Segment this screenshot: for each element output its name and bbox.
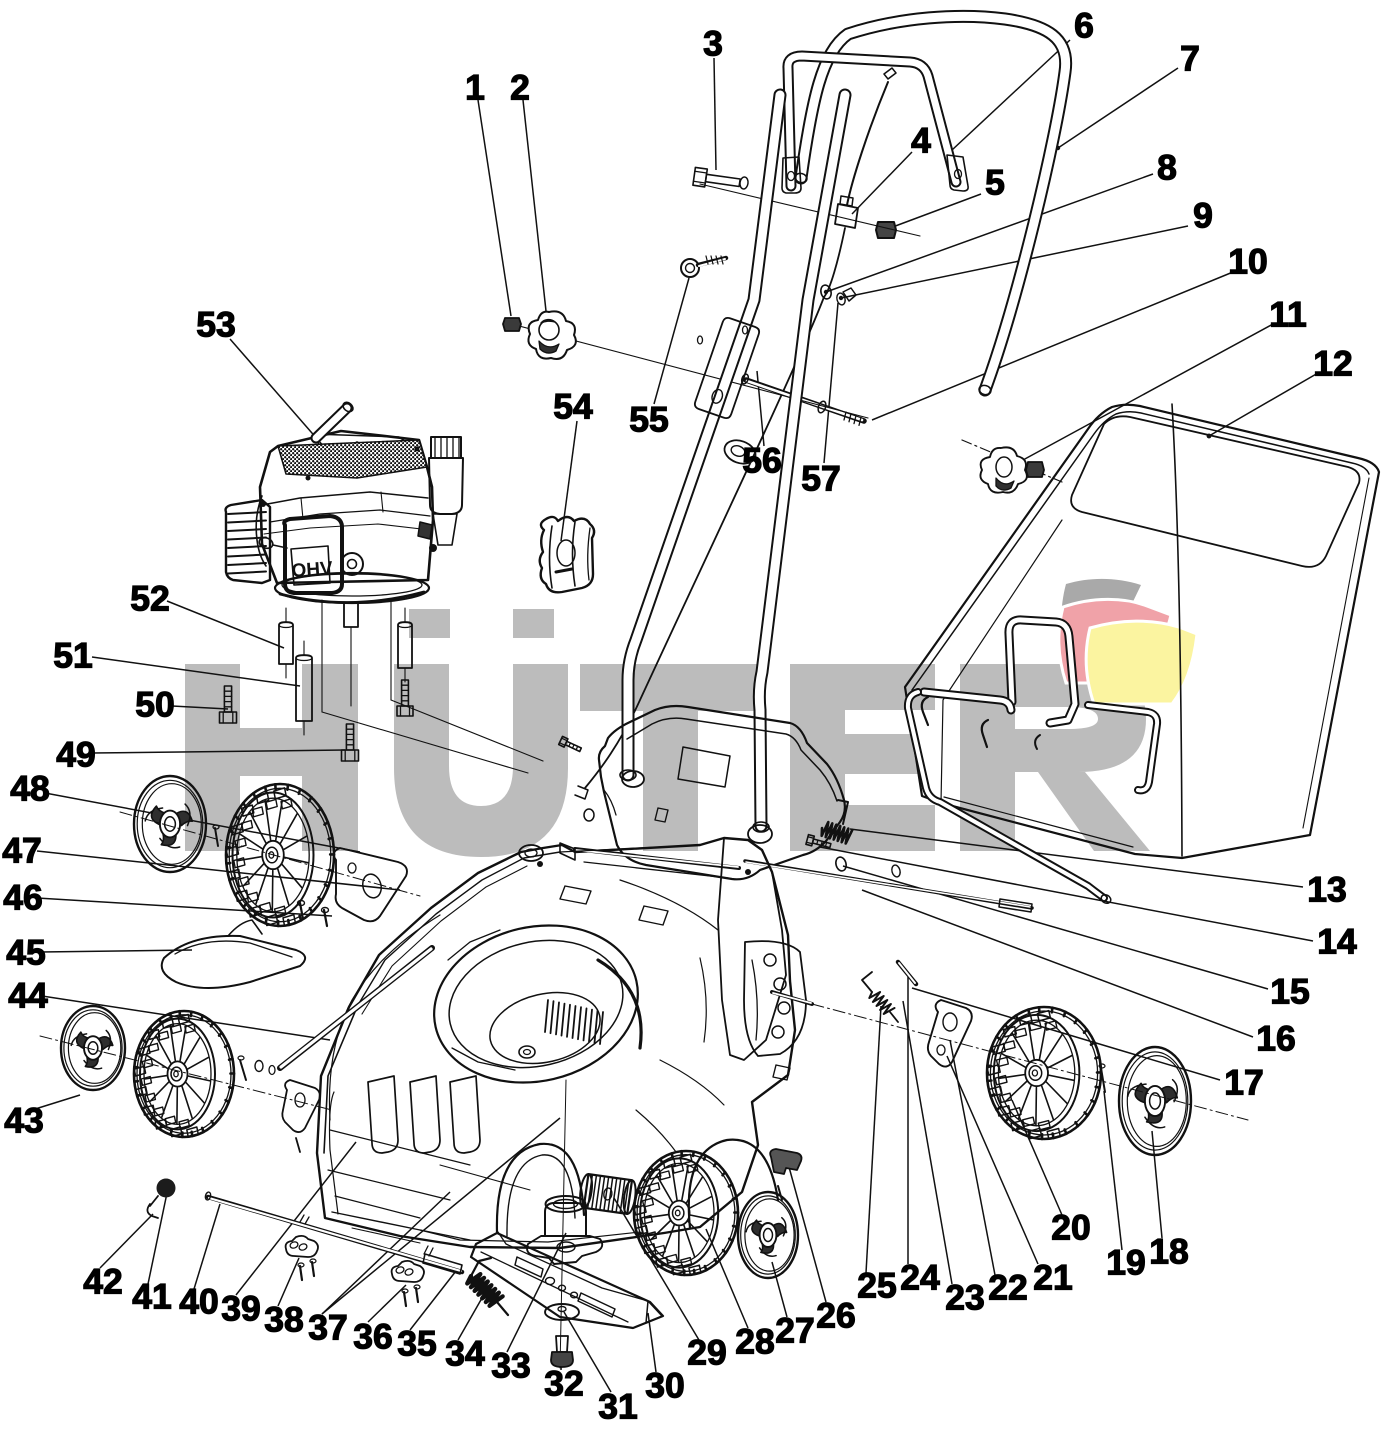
- svg-text:55: 55: [629, 400, 669, 440]
- svg-text:17: 17: [1224, 1063, 1264, 1103]
- svg-text:54: 54: [553, 387, 593, 427]
- svg-text:25: 25: [857, 1266, 897, 1306]
- svg-text:13: 13: [1307, 870, 1347, 910]
- svg-text:2: 2: [510, 68, 530, 108]
- svg-text:46: 46: [3, 878, 43, 918]
- svg-text:14: 14: [1317, 922, 1357, 962]
- svg-text:27: 27: [775, 1311, 815, 1351]
- svg-text:50: 50: [135, 685, 175, 725]
- svg-text:53: 53: [196, 305, 236, 345]
- svg-text:5: 5: [985, 163, 1005, 203]
- svg-text:41: 41: [132, 1277, 172, 1317]
- svg-text:31: 31: [598, 1387, 638, 1427]
- svg-text:23: 23: [945, 1278, 985, 1318]
- svg-text:56: 56: [742, 441, 782, 481]
- svg-text:3: 3: [703, 24, 723, 64]
- svg-text:22: 22: [988, 1268, 1028, 1308]
- svg-text:57: 57: [801, 459, 841, 499]
- svg-text:8: 8: [1157, 148, 1177, 188]
- svg-text:48: 48: [10, 769, 50, 809]
- svg-text:15: 15: [1270, 972, 1310, 1012]
- svg-text:35: 35: [397, 1324, 437, 1364]
- svg-text:38: 38: [264, 1300, 304, 1340]
- svg-text:7: 7: [1180, 39, 1200, 79]
- svg-text:10: 10: [1228, 242, 1268, 282]
- svg-text:29: 29: [687, 1333, 727, 1373]
- svg-text:43: 43: [4, 1101, 44, 1141]
- svg-text:52: 52: [130, 579, 170, 619]
- svg-text:16: 16: [1256, 1019, 1296, 1059]
- svg-text:42: 42: [83, 1262, 123, 1302]
- svg-text:18: 18: [1149, 1232, 1189, 1272]
- svg-text:34: 34: [445, 1334, 485, 1374]
- svg-text:39: 39: [221, 1289, 261, 1329]
- svg-text:9: 9: [1193, 196, 1213, 236]
- svg-text:40: 40: [179, 1282, 219, 1322]
- svg-text:1: 1: [465, 68, 485, 108]
- svg-text:30: 30: [645, 1366, 685, 1406]
- svg-text:6: 6: [1074, 6, 1094, 46]
- svg-text:47: 47: [2, 831, 42, 871]
- svg-text:33: 33: [491, 1346, 531, 1386]
- svg-text:49: 49: [56, 735, 96, 775]
- svg-text:24: 24: [900, 1258, 940, 1298]
- svg-text:45: 45: [6, 933, 46, 973]
- svg-text:36: 36: [353, 1317, 393, 1357]
- svg-text:44: 44: [8, 976, 48, 1016]
- svg-text:51: 51: [53, 636, 93, 676]
- svg-text:26: 26: [816, 1296, 856, 1336]
- svg-text:37: 37: [308, 1308, 348, 1348]
- svg-text:32: 32: [544, 1364, 584, 1404]
- svg-text:20: 20: [1051, 1208, 1091, 1248]
- svg-text:4: 4: [911, 121, 931, 161]
- svg-text:11: 11: [1269, 295, 1307, 335]
- svg-text:21: 21: [1033, 1258, 1073, 1298]
- svg-text:12: 12: [1313, 344, 1353, 384]
- svg-text:19: 19: [1106, 1243, 1146, 1283]
- svg-text:28: 28: [735, 1322, 775, 1362]
